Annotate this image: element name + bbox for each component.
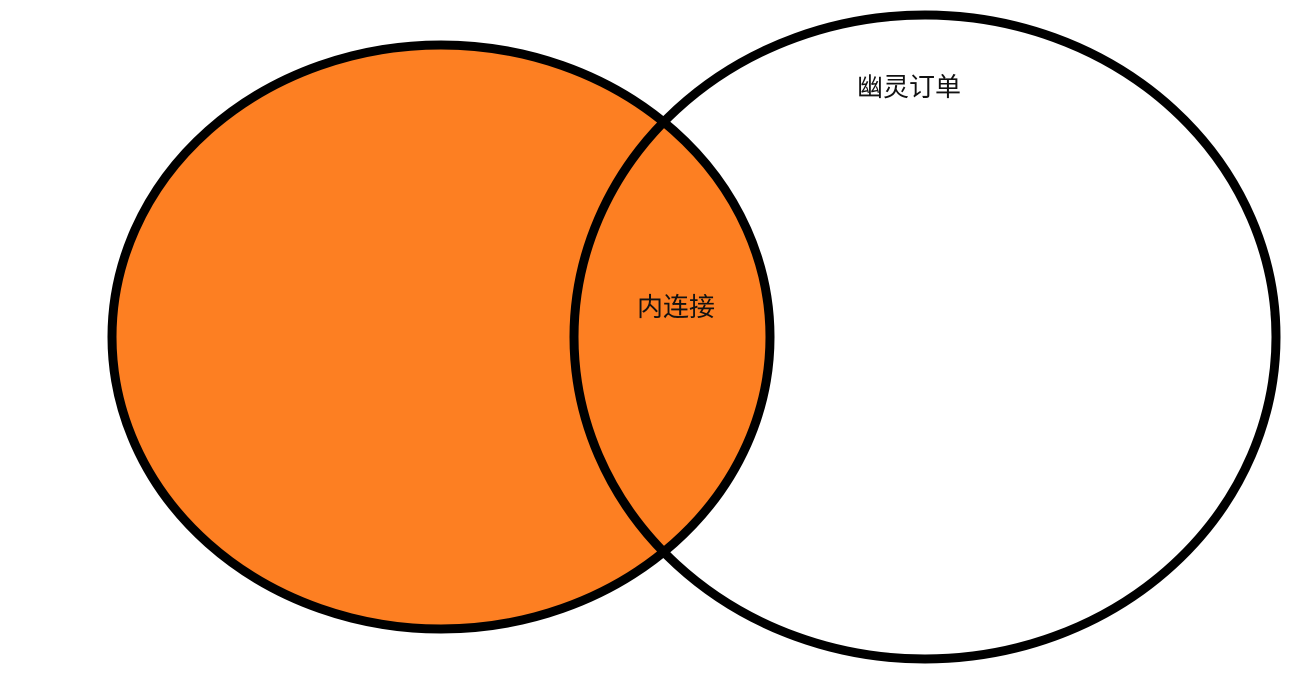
right-set-outline — [569, 10, 1281, 664]
left-set-outline — [107, 40, 775, 634]
right-set-label: 幽灵订单 — [857, 73, 961, 103]
left-set-fill — [112, 45, 770, 629]
intersection-label: 内连接 — [637, 293, 715, 323]
right-set-fill — [574, 15, 1276, 659]
